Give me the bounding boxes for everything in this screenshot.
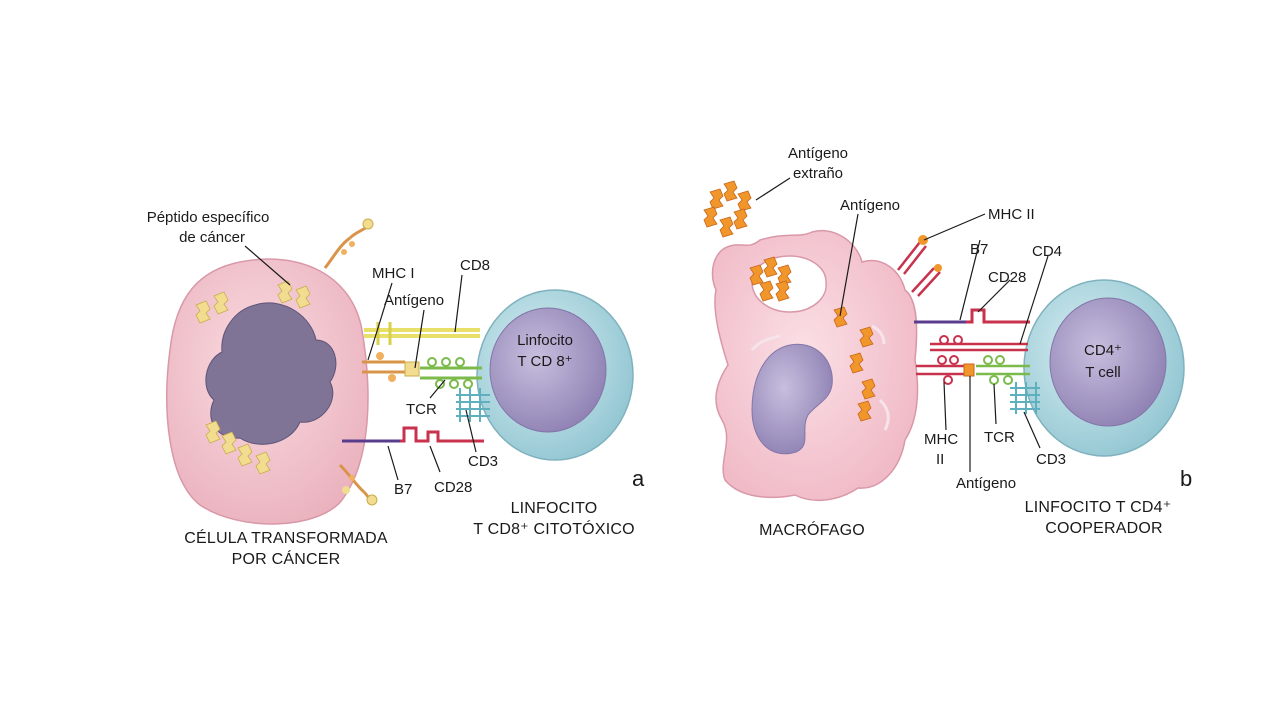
mhc2-complex [916,355,975,385]
label-b7-b: B7 [970,241,988,258]
label-peptide-line2: de cáncer [179,229,245,246]
foreign-antigen [703,180,752,238]
label-antigen-bottom: Antígeno [956,475,1016,492]
tcr-complex-b [976,355,1030,385]
macrophage-nucleus [751,343,833,455]
cd3-complex-b [1010,382,1040,414]
cd4-lymphocyte-inner-line1: CD4⁺ [1084,342,1122,359]
label-cd28-a: CD28 [434,479,472,496]
label-tcr-a: TCR [406,401,437,418]
tcr-complex [420,357,482,389]
caption-cancer-cell-line1: CÉLULA TRANSFORMADA [184,528,388,547]
label-foreign-antigen-line2: extraño [793,165,843,182]
caption-cd8-lymphocyte-line1: LINFOCITO [511,500,598,517]
cd4-lymphocyte-inner-line2: T cell [1085,364,1121,381]
label-antigen-top: Antígeno [840,197,900,214]
label-tcr-b: TCR [984,429,1015,446]
mhc2-surface [897,235,942,297]
label-mhc2-bottom-line1: MHC [924,431,958,448]
macrophage [711,229,919,502]
b7-cd28-pair-b [914,308,1030,324]
panel-a-letter: a [632,466,645,491]
b7-cd28-pair [342,426,484,443]
cd4-coreceptor [930,335,1028,352]
mhc1-complex [362,352,420,382]
label-cd3-b: CD3 [1036,451,1066,468]
label-b7-a: B7 [394,481,412,498]
cancer-cell [166,258,369,525]
cd4-lymphocyte: CD4⁺ T cell [1023,279,1185,457]
label-cd4: CD4 [1032,243,1062,260]
label-cd8: CD8 [460,257,490,274]
cd3-complex [456,388,490,422]
label-foreign-antigen-line1: Antígeno [788,145,848,162]
label-mhc2-bottom-line2: II [936,451,944,468]
cd4-lymphocyte-nucleus [1049,297,1167,427]
panel-b: CD4⁺ T cell [703,145,1192,539]
cd8-lymphocyte-inner-line2: T CD 8⁺ [517,353,572,370]
panel-a: Linfocito T CD 8⁺ [147,209,645,568]
panel-b-letter: b [1180,466,1192,491]
cd8-lymphocyte-nucleus [489,307,607,433]
cancer-cell-nucleus [205,302,337,445]
mhc1-surface-bottom [338,463,378,506]
label-antigen-a: Antígeno [384,292,444,309]
caption-cd4-lymphocyte-line2: COOPERADOR [1045,520,1163,537]
caption-macrophage: MACRÓFAGO [759,520,865,539]
label-cd28-b: CD28 [988,269,1026,286]
label-cd3-a: CD3 [468,453,498,470]
label-mhc2-top: MHC II [988,206,1035,223]
caption-cd4-lymphocyte-line1: LINFOCITO T CD4⁺ [1025,499,1172,516]
label-peptide-line1: Péptido específico [147,209,270,226]
cd8-coreceptor [364,322,480,345]
caption-cancer-cell-line2: POR CÁNCER [232,549,341,568]
cd8-lymphocyte-inner-line1: Linfocito [517,332,573,349]
cd8-lymphocyte: Linfocito T CD 8⁺ [476,289,634,461]
mhc1-surface-top [323,218,374,269]
label-mhc1: MHC I [372,265,415,282]
caption-cd8-lymphocyte-line2: T CD8⁺ CITOTÓXICO [473,519,635,538]
